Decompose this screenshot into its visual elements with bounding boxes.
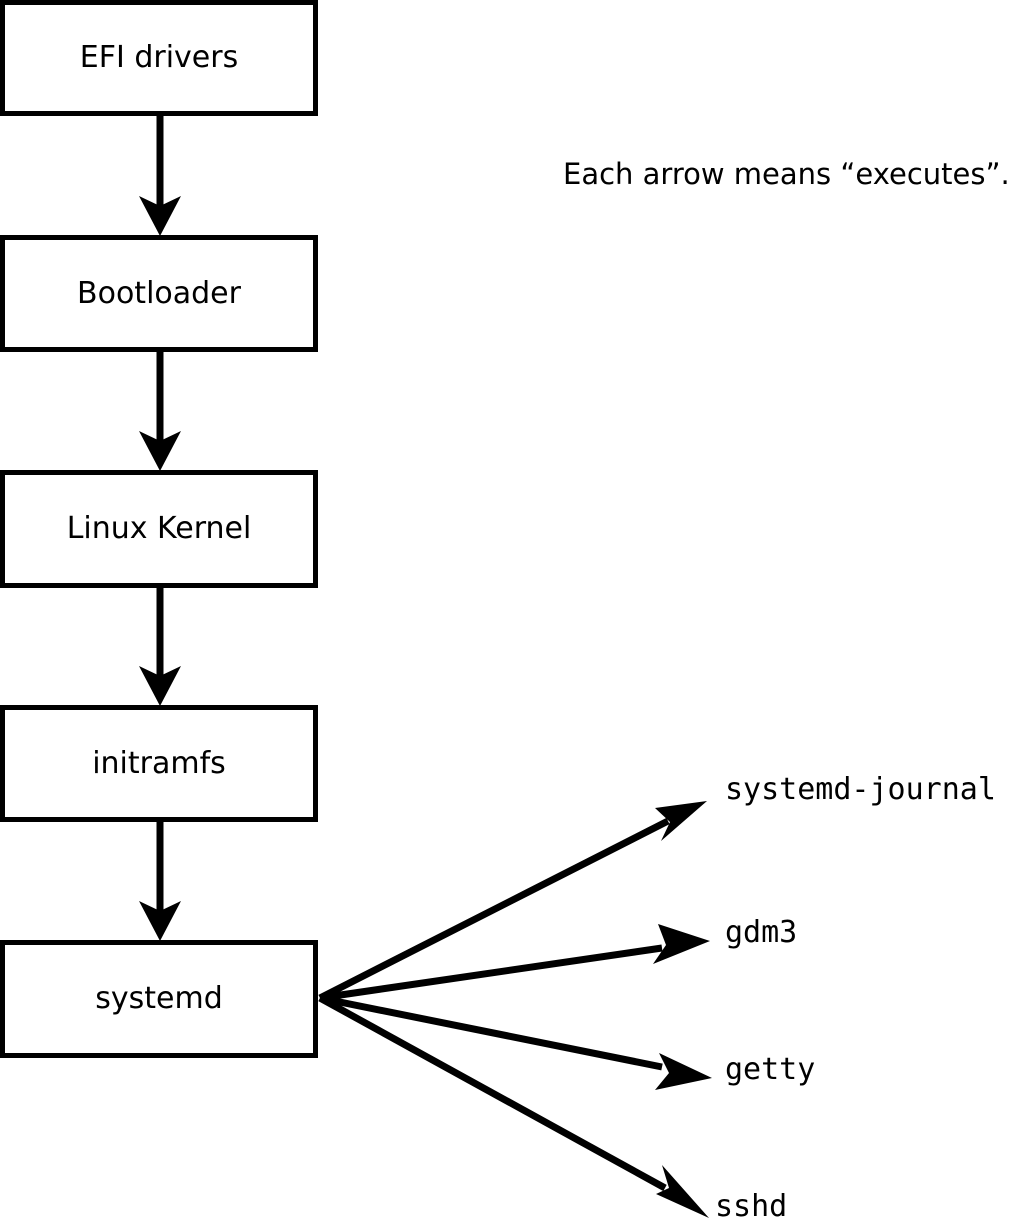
node-efi-drivers[interactable]: EFI drivers xyxy=(0,0,318,116)
arrow-initramfs-to-systemd xyxy=(139,822,181,941)
node-label-gdm3: gdm3 xyxy=(725,915,798,950)
arrow-systemd-to-systemd-journal xyxy=(318,801,707,1002)
node-label-bootloader: Bootloader xyxy=(77,275,241,311)
arrow-linux-kernel-to-initramfs xyxy=(139,588,181,706)
node-label-efi-drivers: EFI drivers xyxy=(79,40,239,75)
legend-note: Each arrow means “executes”. xyxy=(563,157,1010,191)
node-initramfs[interactable]: initramfs xyxy=(0,705,318,822)
arrow-systemd-to-gdm3 xyxy=(319,924,710,1002)
arrow-bootloader-to-linux-kernel xyxy=(139,352,181,471)
node-systemd[interactable]: systemd xyxy=(0,940,318,1058)
node-linux-kernel[interactable]: Linux Kernel xyxy=(0,470,318,588)
node-label-systemd: systemd xyxy=(95,981,223,1016)
node-label-linux-kernel: Linux Kernel xyxy=(66,511,252,546)
node-label-systemd-journal: systemd-journal xyxy=(725,772,996,807)
arrow-systemd-to-sshd xyxy=(318,994,709,1218)
arrow-systemd-to-getty xyxy=(319,994,712,1090)
node-label-initramfs: initramfs xyxy=(92,745,226,781)
node-bootloader[interactable]: Bootloader xyxy=(0,235,318,352)
arrow-efi-drivers-to-bootloader xyxy=(139,116,181,236)
node-label-sshd: sshd xyxy=(715,1189,788,1224)
node-label-getty: getty xyxy=(725,1052,816,1087)
